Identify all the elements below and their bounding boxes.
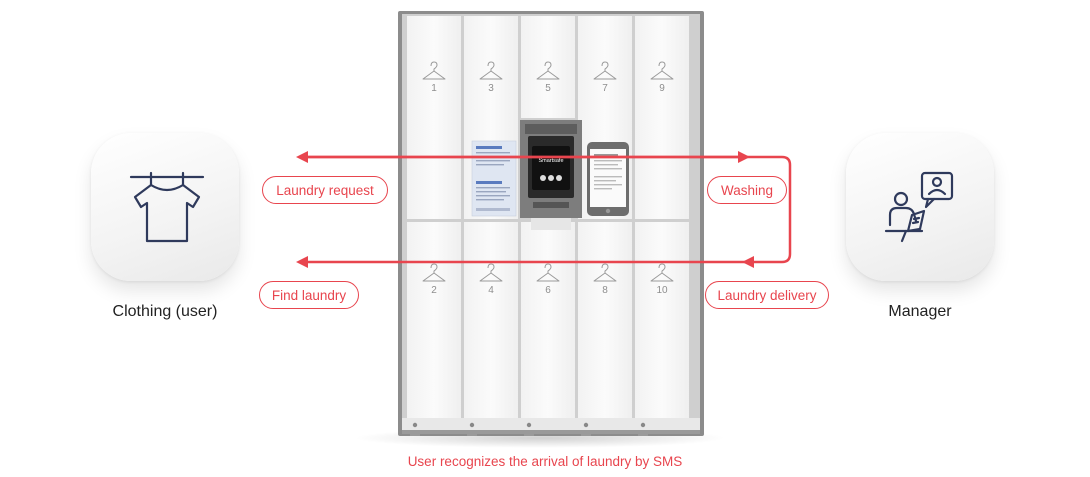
- locker-door[interactable]: [521, 16, 575, 118]
- laundry-request-label: Laundry request: [262, 176, 388, 204]
- user-tile: [91, 133, 239, 281]
- smart-laundry-locker: 1 2 3 4 5 6 7 8 9 10 Smartsafe: [355, 11, 725, 448]
- smartphone-illustration: [587, 142, 629, 216]
- user-caption: Clothing (user): [112, 303, 218, 320]
- hanger-icon: 6: [536, 263, 560, 296]
- arrowhead-right-top: [738, 151, 750, 163]
- manager-at-desk-icon: [884, 171, 954, 243]
- arrowhead-left-end: [296, 256, 308, 268]
- sms-notice: User recognizes the arrival of laundry b…: [407, 454, 683, 469]
- locker-door[interactable]: [407, 16, 461, 219]
- hanger-icon: 7: [593, 61, 617, 94]
- find-laundry-label: Find laundry: [259, 281, 359, 309]
- locker-number: 1: [431, 83, 437, 94]
- laundry-delivery-label: Laundry delivery: [705, 281, 829, 309]
- tshirt-on-hanger-icon: [129, 171, 205, 243]
- locker-number: 10: [656, 285, 668, 296]
- locker-door[interactable]: [407, 222, 461, 418]
- locker-number: 4: [488, 285, 494, 296]
- hanger-icon: 1: [422, 61, 446, 94]
- manager-caption: Manager: [888, 303, 952, 320]
- washing-label: Washing: [707, 176, 787, 204]
- locker-number: 2: [431, 285, 437, 296]
- manager-tile: [846, 133, 994, 281]
- hanger-icon: 10: [650, 263, 674, 296]
- hanger-icon: 3: [479, 61, 503, 94]
- hanger-icon: 9: [650, 61, 674, 94]
- arrowhead-left-start: [296, 151, 308, 163]
- hanger-icon: 4: [479, 263, 503, 296]
- locker-door[interactable]: [578, 222, 632, 418]
- locker-number: 6: [545, 285, 551, 296]
- kiosk-panel: Smartsafe: [520, 120, 582, 230]
- locker-door[interactable]: [521, 222, 575, 418]
- hanger-icon: 2: [422, 263, 446, 296]
- arrowhead-mid-bottom: [742, 256, 754, 268]
- locker-door[interactable]: [635, 16, 689, 219]
- notice-panel: [471, 140, 517, 217]
- locker-number: 9: [659, 83, 665, 94]
- hanger-icon: 8: [593, 263, 617, 296]
- locker-number: 8: [602, 285, 608, 296]
- locker-number: 5: [545, 83, 551, 94]
- hanger-icon: 5: [536, 61, 560, 94]
- locker-door[interactable]: [635, 222, 689, 418]
- locker-number: 7: [602, 83, 608, 94]
- locker-number: 3: [488, 83, 494, 94]
- kiosk-brand-text: Smartsafe: [538, 158, 563, 164]
- locker-door[interactable]: [464, 222, 518, 418]
